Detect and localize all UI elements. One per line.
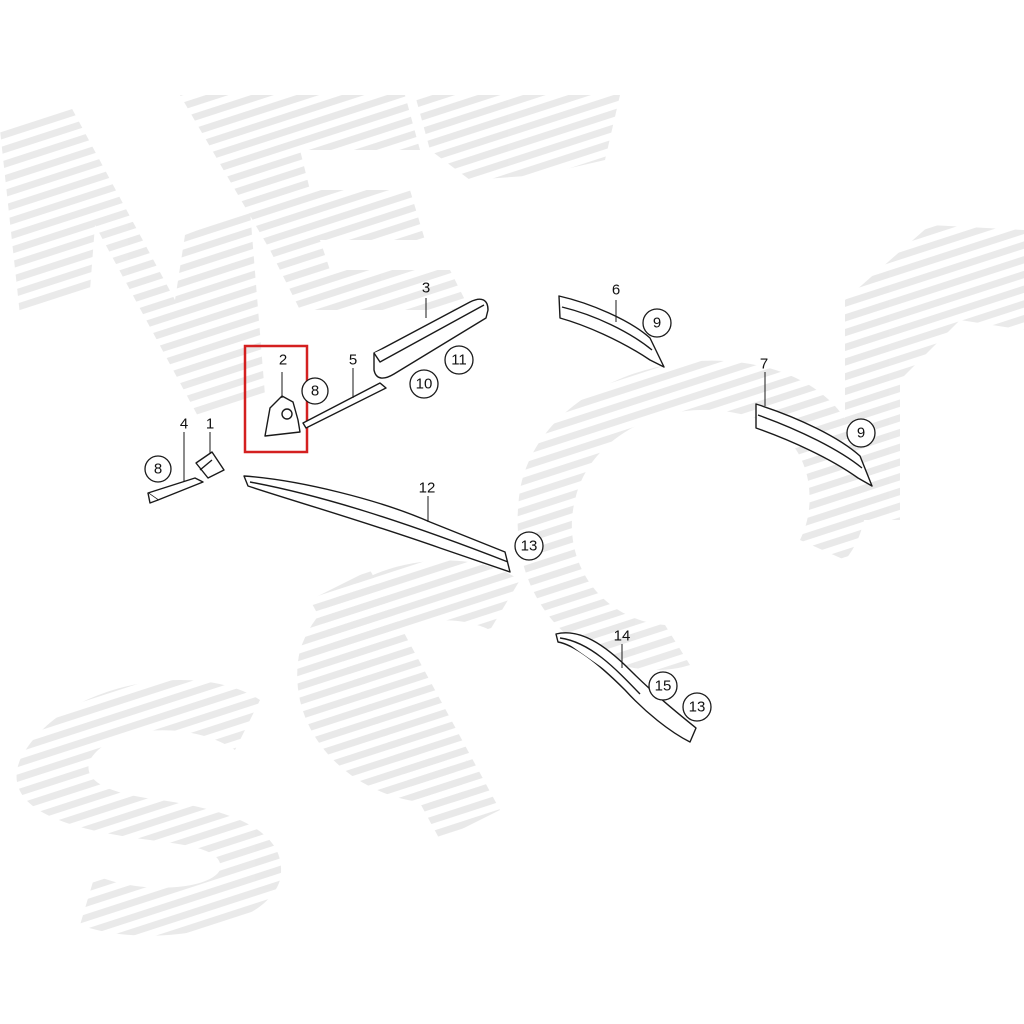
part-number-4: 4	[180, 416, 188, 433]
svg-text:9: 9	[857, 425, 865, 442]
part-number-2: 2	[279, 352, 287, 369]
callout-9-top: 9	[642, 308, 672, 338]
part-2[interactable]	[264, 372, 301, 437]
svg-text:8: 8	[154, 461, 162, 478]
callout-15: 15	[648, 671, 678, 701]
part-number-5: 5	[349, 352, 357, 369]
part-number-12: 12	[419, 480, 436, 497]
callout-8-left: 8	[144, 455, 172, 483]
part-number-14: 14	[614, 628, 631, 645]
part-3[interactable]	[373, 298, 489, 379]
svg-text:13: 13	[689, 699, 706, 716]
svg-text:13: 13	[521, 538, 538, 555]
svg-text:9: 9	[653, 315, 661, 332]
callout-13-middle: 13	[514, 531, 544, 561]
part-5[interactable]	[302, 368, 387, 429]
svg-text:8: 8	[311, 383, 319, 400]
part-number-3: 3	[422, 280, 430, 297]
part-6[interactable]	[558, 295, 665, 368]
part-number-6: 6	[612, 282, 620, 299]
svg-text:10: 10	[416, 376, 433, 393]
svg-text:15: 15	[655, 678, 672, 695]
svg-text:11: 11	[451, 352, 467, 369]
part-14[interactable]	[555, 632, 697, 743]
part-4[interactable]	[147, 432, 204, 504]
callout-11: 11	[444, 345, 474, 375]
part-number-7: 7	[760, 356, 768, 373]
callout-8-middle: 8	[301, 377, 329, 405]
watermark	[0, 95, 1024, 936]
part-7[interactable]	[755, 372, 873, 487]
part-1[interactable]	[195, 432, 225, 479]
part-number-1: 1	[206, 416, 214, 433]
callout-13-bottom: 13	[682, 692, 712, 722]
callout-10: 10	[409, 369, 439, 399]
part-12[interactable]	[243, 475, 511, 573]
callout-9-right: 9	[846, 418, 876, 448]
